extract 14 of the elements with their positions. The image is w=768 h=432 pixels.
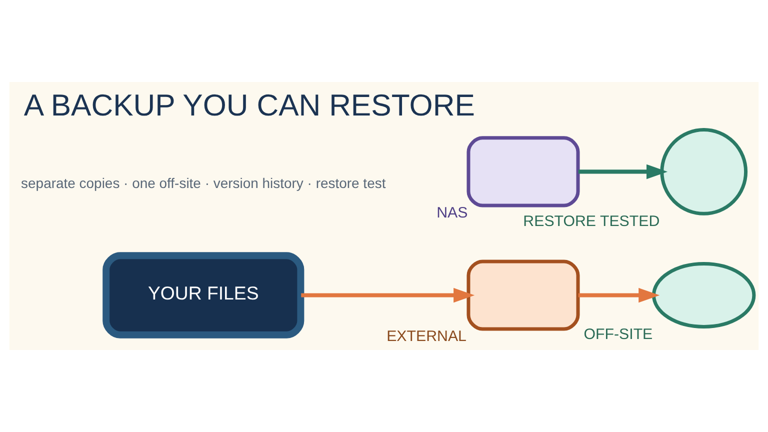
arrow (301, 288, 475, 303)
node-box (466, 136, 580, 208)
node-box: YOUR FILES (102, 252, 304, 338)
node-label: OFF-SITE (584, 326, 653, 343)
diagram-title: A BACKUP YOU CAN RESTORE (24, 90, 475, 123)
arrow (578, 288, 660, 303)
node-label: NAS (436, 204, 468, 222)
node-box (466, 260, 580, 331)
node-label: EXTERNAL (386, 328, 466, 346)
node-cloud (652, 262, 756, 328)
label: separate copies · one off-site · version history · restore test (21, 175, 386, 192)
node-circle (660, 128, 748, 216)
arrow (578, 164, 668, 180)
node-label: RESTORE TESTED (523, 212, 660, 230)
